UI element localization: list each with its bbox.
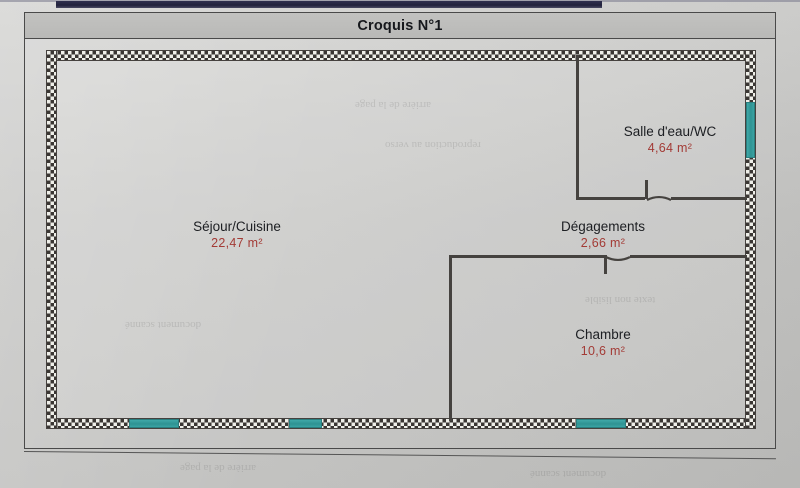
page-title: Croquis N°1 — [357, 17, 443, 34]
partition-salle-eau-vertical — [576, 55, 579, 199]
plan-frame: Croquis N°1 — [24, 12, 776, 449]
partition-chambre-horizontal-left — [449, 255, 604, 258]
room-name: Séjour/Cuisine — [193, 219, 281, 234]
door-chambre — [604, 255, 634, 286]
door-salle-eau — [645, 172, 675, 202]
exterior-wall-right — [745, 50, 756, 429]
room-name: Dégagements — [560, 219, 646, 234]
room-label-degagements: Dégagements 2,66 m² — [503, 219, 703, 252]
plan-title-bar: Croquis N°1 — [25, 13, 775, 39]
room-name: Chambre — [575, 327, 631, 342]
room-label-salle-eau-wc: Salle d'eau/WC 4,64 m² — [585, 124, 755, 157]
exterior-wall-left — [46, 50, 57, 429]
window-chambre — [576, 419, 626, 428]
page-edge-strip — [56, 1, 602, 8]
exterior-wall-top — [46, 50, 756, 61]
window-salle-eau — [746, 102, 755, 158]
room-area: 2,66 m² — [580, 235, 626, 250]
window-sejour-right — [289, 419, 322, 428]
window-sejour-left — [129, 419, 179, 428]
room-area: 4,64 m² — [647, 140, 693, 155]
room-area: 22,47 m² — [211, 235, 263, 250]
room-label-chambre: Chambre 10,6 m² — [503, 327, 703, 360]
room-label-sejour-cuisine: Séjour/Cuisine 22,47 m² — [137, 219, 337, 252]
partition-salle-eau-horizontal-left — [576, 197, 645, 200]
door-jamb-chambre-left — [604, 255, 607, 274]
partition-chambre-horizontal-right — [630, 255, 747, 258]
floor-fill — [49, 53, 753, 421]
partition-salle-eau-horizontal-right — [671, 197, 747, 200]
plan-drawing: Séjour/Cuisine 22,47 m² Salle d'eau/WC 4… — [25, 39, 775, 448]
room-area: 10,6 m² — [580, 343, 626, 358]
room-name: Salle d'eau/WC — [623, 124, 717, 139]
door-jamb-salle-eau-left — [645, 180, 648, 199]
partition-chambre-vertical — [449, 255, 452, 421]
